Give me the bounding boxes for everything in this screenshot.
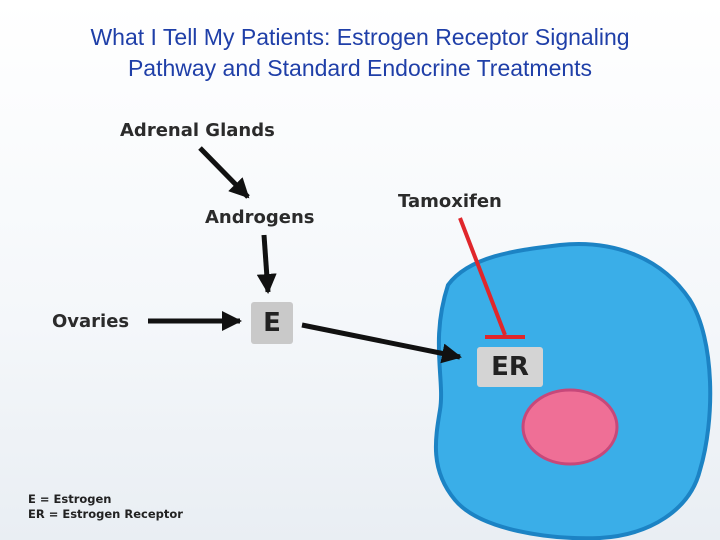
legend: E = Estrogen ER = Estrogen Receptor: [28, 492, 183, 522]
estrogen-receptor-box: ER: [477, 347, 543, 387]
ovaries-label: Ovaries: [52, 311, 130, 332]
adrenal-glands-label: Adrenal Glands: [120, 120, 275, 141]
estrogen-box: E: [251, 302, 293, 344]
cell-nucleus: [521, 388, 619, 466]
legend-estrogen: E = Estrogen: [28, 492, 112, 506]
legend-estrogen-receptor: ER = Estrogen Receptor: [28, 507, 183, 521]
arrow-estrogen-to-receptor: [301, 322, 462, 364]
androgens-label: Androgens: [205, 207, 315, 228]
arrow-androgens-to-estrogen: [256, 234, 277, 294]
inhibition-line: [458, 217, 507, 336]
arrow-adrenal-to-androgens: [198, 146, 250, 199]
slide-title: What I Tell My Patients: Estrogen Recept…: [90, 24, 630, 81]
tamoxifen-label: Tamoxifen: [398, 191, 502, 212]
